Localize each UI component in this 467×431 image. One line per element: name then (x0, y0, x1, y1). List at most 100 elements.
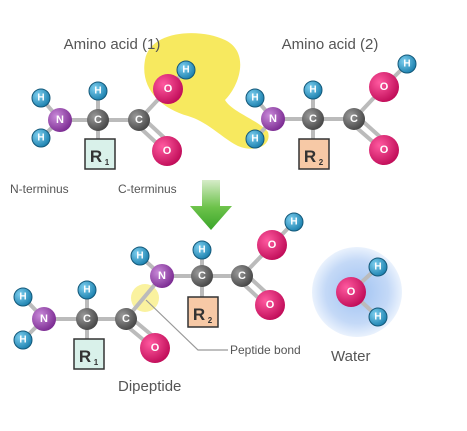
c-atom: C (87, 109, 109, 131)
amino-acid-2-atoms: H H N H C C O H O (245, 54, 417, 165)
svg-text:O: O (347, 286, 356, 298)
water-label: Water (331, 348, 370, 365)
svg-text:N: N (56, 114, 64, 126)
h-atom: H (284, 212, 304, 232)
h-atom: H (397, 54, 417, 74)
o-atom: O (369, 135, 399, 165)
peptide-bond-label: Peptide bond (230, 343, 301, 357)
c-atom: C (343, 108, 365, 130)
h-atom: H (31, 88, 51, 108)
h-atom: H (13, 330, 33, 350)
h-atom: H (31, 128, 51, 148)
h-atom: H (176, 60, 196, 80)
h-atom: H (192, 240, 212, 260)
h-atom: H (368, 257, 388, 277)
h-atom: H (130, 246, 150, 266)
svg-text:O: O (163, 145, 172, 157)
svg-text:H: H (19, 335, 26, 346)
h-atom: H (245, 88, 265, 108)
reaction-arrow-icon (190, 180, 232, 230)
c-atom: C (302, 108, 324, 130)
amino-acid-2-title: Amino acid (2) (282, 36, 379, 53)
svg-text:H: H (403, 59, 410, 70)
svg-text:H: H (290, 217, 297, 228)
o-atom: O (336, 277, 366, 307)
peptide-bond-leader (145, 299, 228, 351)
svg-text:C: C (198, 270, 206, 282)
svg-text:C: C (94, 114, 102, 126)
h-atom: H (77, 280, 97, 300)
c-atom: C (76, 308, 98, 330)
condensation-highlight (144, 33, 269, 149)
svg-text:H: H (251, 93, 258, 104)
o-atom: O (255, 290, 285, 320)
svg-text:O: O (380, 144, 389, 156)
svg-text:N: N (40, 313, 48, 325)
svg-text:H: H (374, 312, 381, 323)
n-atom: N (32, 307, 56, 331)
svg-text:H: H (37, 93, 44, 104)
c-atom: C (191, 265, 213, 287)
dipeptide-atoms: H H N H C C O H N H C C O H O (13, 212, 304, 363)
water-molecule-icon: O H H (336, 257, 388, 327)
o-atom: O (140, 333, 170, 363)
h-atom: H (303, 80, 323, 100)
r1-sub-top: 1 (105, 158, 110, 167)
r1-box-top: R 1 (84, 138, 116, 170)
svg-text:H: H (94, 86, 101, 97)
svg-text:C: C (309, 113, 317, 125)
amino-acid-1-title: Amino acid (1) (64, 36, 161, 53)
svg-text:C: C (83, 313, 91, 325)
svg-text:C: C (350, 113, 358, 125)
dipeptide-label: Dipeptide (118, 378, 181, 395)
h-atom: H (88, 81, 108, 101)
r2-box-bottom: R 2 (187, 296, 219, 328)
c-atom: C (128, 109, 150, 131)
o-atom: O (153, 74, 183, 104)
c-atom: C (115, 308, 137, 330)
r2-label-bottom: R (193, 305, 205, 324)
svg-text:H: H (19, 292, 26, 303)
amino-acid-1-atoms: H H N H C C O H O (31, 60, 196, 166)
svg-text:C: C (238, 270, 246, 282)
o-atom: O (369, 72, 399, 102)
r2-label-top: R (304, 147, 316, 166)
svg-text:H: H (374, 262, 381, 273)
svg-text:H: H (83, 285, 90, 296)
r1-sub-bottom: 1 (94, 358, 99, 367)
svg-text:H: H (37, 133, 44, 144)
svg-text:O: O (380, 81, 389, 93)
svg-text:O: O (164, 83, 173, 95)
r2-sub-bottom: 2 (208, 316, 213, 325)
svg-text:N: N (158, 270, 166, 282)
n-atom: N (150, 264, 174, 288)
h-atom: H (368, 307, 388, 327)
n-atom: N (261, 107, 285, 131)
svg-text:O: O (268, 239, 277, 251)
svg-text:H: H (182, 65, 189, 76)
o-atom: O (257, 230, 287, 260)
r2-box-top: R 2 (298, 138, 330, 170)
svg-text:C: C (135, 114, 143, 126)
c-atom: C (231, 265, 253, 287)
svg-text:O: O (151, 342, 160, 354)
h-atom: H (245, 129, 265, 149)
h-atom: H (13, 287, 33, 307)
r1-label-top: R (90, 147, 102, 166)
n-terminus-label: N-terminus (10, 182, 69, 196)
svg-text:O: O (266, 299, 275, 311)
o-atom: O (152, 136, 182, 166)
svg-text:H: H (251, 134, 258, 145)
svg-text:H: H (198, 245, 205, 256)
svg-text:H: H (136, 251, 143, 262)
c-terminus-label: C-terminus (118, 182, 177, 196)
svg-text:C: C (122, 313, 130, 325)
r1-label-bottom: R (79, 347, 91, 366)
svg-text:H: H (309, 85, 316, 96)
r1-box-bottom: R 1 (73, 338, 105, 370)
svg-text:N: N (269, 113, 277, 125)
r2-sub-top: 2 (319, 158, 324, 167)
n-atom: N (48, 108, 72, 132)
